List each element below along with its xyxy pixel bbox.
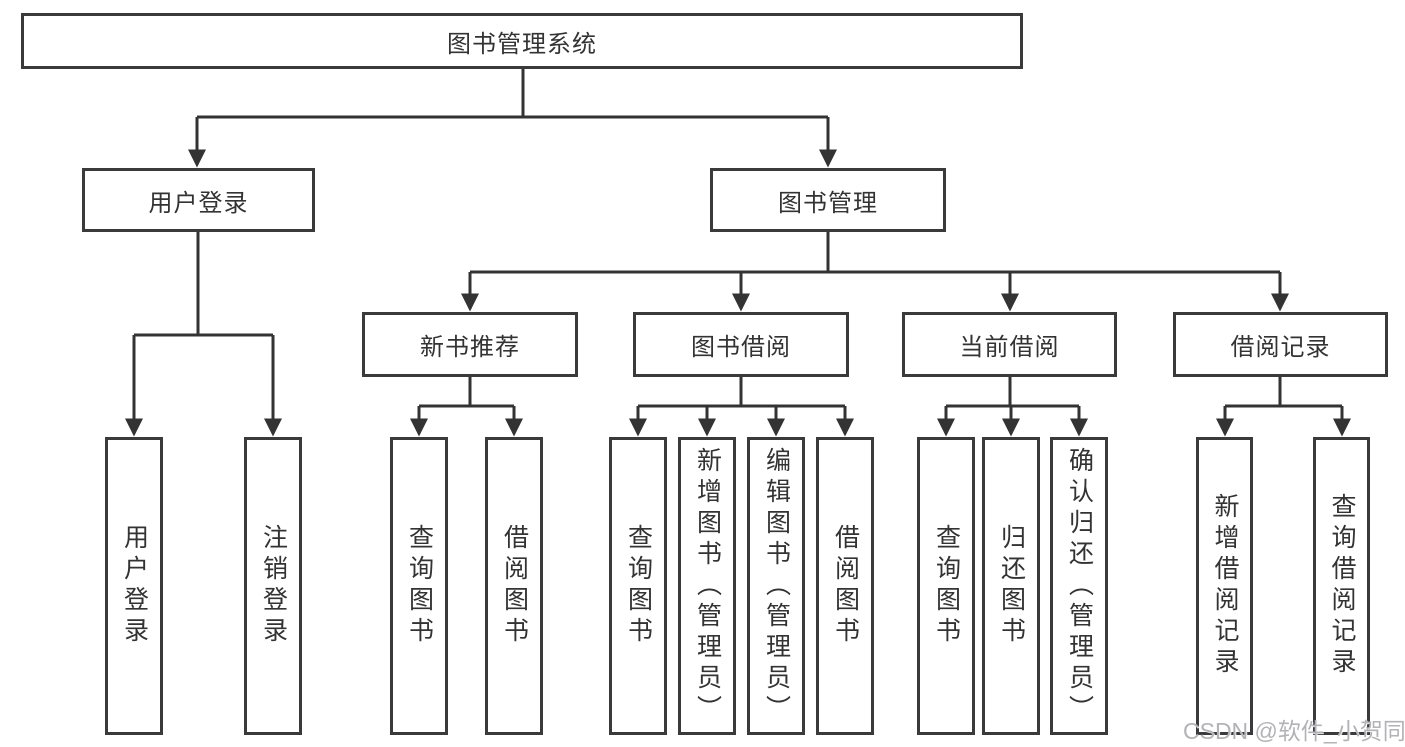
node-current-borrowing-label: 当前借阅 xyxy=(959,334,1060,361)
node-current-borrowing: 当前借阅 xyxy=(902,312,1117,377)
leaf-borrowing-add-books-admin: 新增图书（管理员） xyxy=(678,437,736,735)
leaf-borrowing-borrow-books-label: 借阅图书 xyxy=(831,524,860,648)
leaf-newbook-query-books-label: 查询图书 xyxy=(405,524,434,648)
leaf-borrowing-query-books: 查询图书 xyxy=(609,437,667,735)
node-user-login: 用户登录 xyxy=(82,168,315,232)
node-library-system: 图书管理系统 xyxy=(21,13,1023,69)
edge-records-trunk xyxy=(1225,377,1342,408)
node-new-book-recommend-label: 新书推荐 xyxy=(420,334,520,361)
leaf-records-query-record: 查询借阅记录 xyxy=(1313,437,1370,735)
node-book-borrowing-label: 图书借阅 xyxy=(691,334,791,361)
leaf-current-confirm-return-admin-label: 确认归还（管理员） xyxy=(1065,446,1094,726)
leaf-user-login-label: 用户登录 xyxy=(120,524,149,648)
leaf-user-login: 用户登录 xyxy=(105,437,163,735)
leaf-logout: 注销登录 xyxy=(244,437,302,735)
node-library-system-label: 图书管理系统 xyxy=(447,30,597,58)
edge-user-login-trunk xyxy=(134,232,273,337)
edge-root-trunk xyxy=(197,69,828,119)
edge-current-trunk xyxy=(946,377,1079,408)
leaf-records-add-record-label: 新增借阅记录 xyxy=(1211,493,1239,679)
leaf-borrowing-edit-books-admin: 编辑图书（管理员） xyxy=(747,437,805,735)
leaf-records-add-record: 新增借阅记录 xyxy=(1196,437,1253,735)
leaf-current-query-books: 查询图书 xyxy=(917,437,975,735)
node-borrowing-records-label: 借阅记录 xyxy=(1230,334,1331,361)
leaf-current-return-books-label: 归还图书 xyxy=(997,524,1026,648)
edge-new-book-trunk xyxy=(419,377,514,408)
leaf-newbook-query-books: 查询图书 xyxy=(390,437,448,735)
leaf-newbook-borrow-books-label: 借阅图书 xyxy=(500,524,529,648)
leaf-records-query-record-label: 查询借阅记录 xyxy=(1328,493,1356,679)
leaf-current-query-books-label: 查询图书 xyxy=(932,524,961,648)
leaf-borrowing-borrow-books: 借阅图书 xyxy=(816,437,874,735)
node-borrowing-records: 借阅记录 xyxy=(1173,312,1388,377)
leaf-borrowing-edit-books-admin-label: 编辑图书（管理员） xyxy=(762,446,791,726)
edge-borrowing-trunk xyxy=(638,377,845,408)
csdn-watermark: CSDN @软件_小贺同学 xyxy=(1183,718,1405,744)
leaf-logout-label: 注销登录 xyxy=(259,524,288,648)
leaf-current-confirm-return-admin: 确认归还（管理员） xyxy=(1050,437,1108,735)
leaf-borrowing-query-books-label: 查询图书 xyxy=(624,524,653,648)
node-new-book-recommend: 新书推荐 xyxy=(362,312,578,377)
node-book-management-label: 图书管理 xyxy=(778,189,878,217)
node-book-management: 图书管理 xyxy=(710,168,946,232)
leaf-borrowing-add-books-admin-label: 新增图书（管理员） xyxy=(693,446,722,726)
leaf-newbook-borrow-books: 借阅图书 xyxy=(485,437,543,735)
leaf-current-return-books: 归还图书 xyxy=(982,437,1040,735)
node-book-borrowing: 图书借阅 xyxy=(633,312,849,377)
node-user-login-label: 用户登录 xyxy=(148,189,249,217)
edge-book-mgmt-trunk xyxy=(470,232,1280,274)
